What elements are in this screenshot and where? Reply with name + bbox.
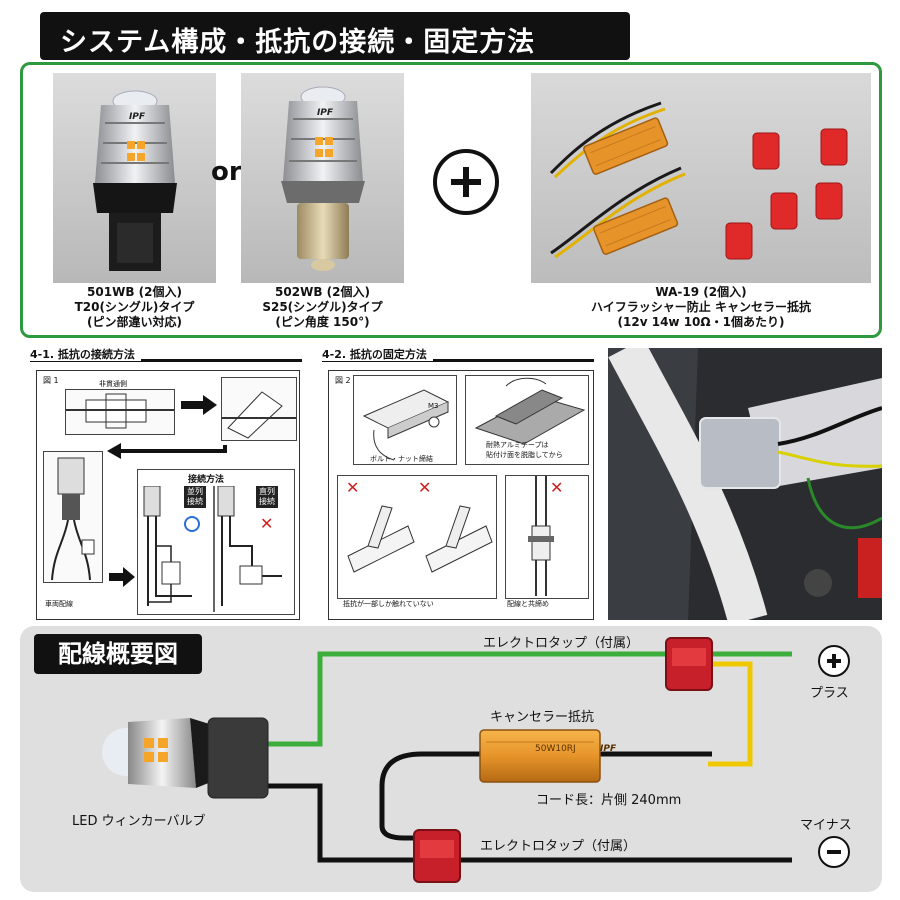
installed-resistor-photo (608, 348, 882, 620)
caption-line: WA-19 (2個入) (655, 285, 747, 299)
bulb-502wb-photo: IPF (241, 73, 404, 283)
page-title-bar: システム構成・抵抗の接続・固定方法 (40, 12, 630, 60)
connection-schematics (143, 486, 282, 612)
electro-tap-press-drawing (221, 377, 297, 441)
resistor-logo: IPF (600, 744, 617, 754)
electro-tap-open-drawing (65, 389, 175, 435)
electro-tap-top-label: エレクトロタップ（付属） (483, 636, 640, 651)
caption-line: T20(シングル)タイプ (74, 300, 195, 314)
plus-icon (433, 149, 499, 215)
tape-note-line-2: 貼付け面を脱脂してから (486, 451, 563, 459)
section-4-1-title: 4-1. 抵抗の接続方法 (30, 348, 141, 361)
figure-1: 図 1 非貫通側 車両配線 接続方法 並列接続 (36, 370, 300, 620)
figure-2-label: 図 2 (335, 376, 351, 385)
cord-length-label: コード長：片側 240mm (536, 793, 682, 808)
wiring-diagram (102, 637, 792, 883)
arrow-right-icon (181, 395, 217, 415)
parallel-badge: 並列接続 (184, 486, 206, 508)
bundled-label: 配線と共締め (507, 600, 549, 608)
bulb-501wb-photo: IPF (53, 73, 216, 283)
installed-resistor-illustration (608, 348, 882, 620)
connection-method-title: 接続方法 (188, 475, 225, 485)
plus-label: プラス (810, 686, 849, 701)
tape-note-line-1: 耐熱アルミテープは (486, 441, 549, 449)
canceller-illustration (549, 101, 848, 260)
incorrect-partial-contact-drawing: ✕ ✕ (337, 475, 497, 599)
m3-label: M3 (428, 402, 439, 410)
caption-line: S25(シングル)タイプ (262, 300, 383, 314)
caption-line: ハイフラッシャー防止 キャンセラー抵抗 (591, 300, 811, 314)
led-bulb-label: LED ウィンカーバルブ (72, 814, 206, 829)
plus-terminal-icon (818, 645, 850, 677)
bulb-logo: IPF (317, 108, 334, 118)
incorrect-x-icon: ✕ (550, 478, 564, 497)
caption-line: (ピン部違い対応) (87, 315, 182, 329)
section-4-2-title: 4-2. 抵抗の固定方法 (322, 348, 433, 361)
resistor-print-label: 50W10RJ (535, 744, 576, 754)
arrow-left-icon (107, 443, 227, 459)
aluminium-tape-drawing: 耐熱アルミテープは 貼付け面を脱脂してから (465, 375, 589, 465)
partial-contact-label: 抵抗が一部しか触れていない (343, 600, 434, 608)
correct-circle-icon (184, 516, 200, 532)
bulb-501wb-caption: 501WB (2個入) T20(シングル)タイプ (ピン部違い対応) (43, 285, 226, 330)
section-4-2-heading: 4-2. 抵抗の固定方法 (322, 346, 594, 362)
bulb-501wb-illustration: IPF (93, 90, 177, 271)
bulb-wiring-drawing (43, 451, 103, 583)
connection-method-panel: 接続方法 並列接続 直列接続 ✕ (137, 469, 295, 615)
canceller-resistor-photo (531, 73, 871, 283)
arrow-right-icon (109, 567, 135, 587)
page-title: システム構成・抵抗の接続・固定方法 (60, 27, 536, 58)
canceller-resistor-label: キャンセラー抵抗 (490, 710, 595, 725)
bulb-502wb-illustration: IPF (281, 86, 365, 271)
electro-tap-bottom-label: エレクトロタップ（付属） (480, 839, 637, 854)
bolt-mount-drawing: M3 ボルト・ナット締結 (353, 375, 457, 465)
series-badge: 直列接続 (256, 486, 278, 508)
minus-label: マイナス (800, 818, 852, 833)
or-text: or (211, 157, 242, 187)
minus-terminal-icon (818, 836, 850, 868)
system-components-box: IPF or IPF (20, 62, 882, 338)
wiring-diagram-title: 配線概要図 (34, 634, 202, 674)
caption-line: (12v 14w 10Ω・1個あたり) (617, 315, 785, 329)
caption-line: 502WB (2個入) (275, 285, 370, 299)
incorrect-x-icon: ✕ (346, 478, 360, 497)
vehicle-wiring-label: 車両配線 (45, 600, 73, 608)
section-4-1-heading: 4-1. 抵抗の接続方法 (30, 346, 302, 362)
bulb-logo: IPF (129, 112, 146, 122)
incorrect-bundled-drawing: ✕ (505, 475, 589, 599)
caption-line: (ピン角度 150°) (275, 315, 370, 329)
figure-2: 図 2 M3 ボルト・ナット締結 耐熱アルミテープは 貼付け面を脱脂してから ✕… (328, 370, 594, 620)
caption-line: 501WB (2個入) (87, 285, 182, 299)
incorrect-x-icon: ✕ (418, 478, 432, 497)
figure-1-label: 図 1 (43, 376, 59, 385)
bulb-502wb-caption: 502WB (2個入) S25(シングル)タイプ (ピン角度 150°) (231, 285, 414, 330)
bolt-nut-label: ボルト・ナット締結 (370, 455, 433, 463)
incorrect-x-icon: ✕ (260, 514, 274, 533)
canceller-caption: WA-19 (2個入) ハイフラッシャー防止 キャンセラー抵抗 (12v 14w… (531, 285, 871, 330)
non-through-label: 非貫通側 (99, 380, 127, 388)
